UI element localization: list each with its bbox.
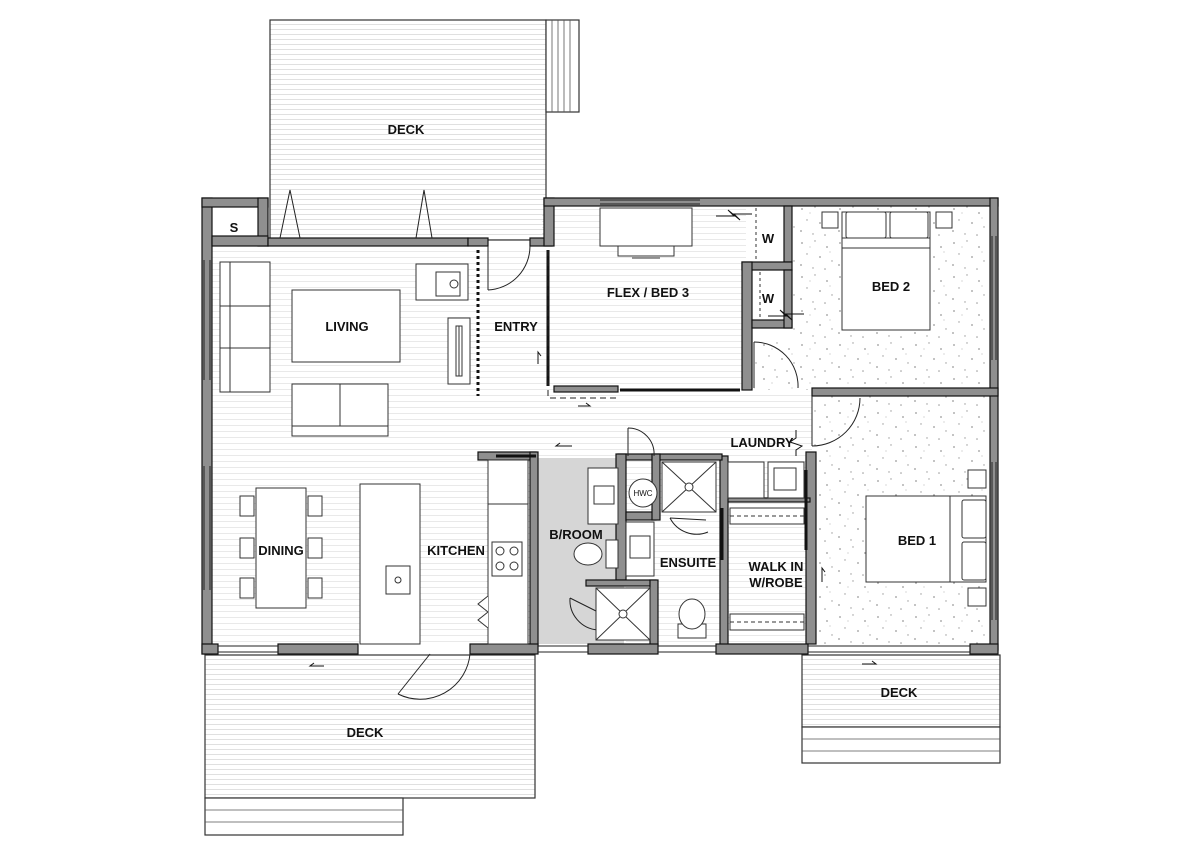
doors xyxy=(279,189,861,700)
bathroom-label: B/ROOM xyxy=(549,527,602,542)
deck-top-label: DECK xyxy=(388,122,425,137)
wall-break-marks xyxy=(716,209,804,456)
slide-arrows xyxy=(308,350,878,667)
bed-1-label: BED 1 xyxy=(898,533,936,548)
bed-2-label: BED 2 xyxy=(872,279,910,294)
deck-bottom-left-label: DECK xyxy=(347,725,384,740)
kitchen-label: KITCHEN xyxy=(427,543,485,558)
walk-in-label-line2: W/ROBE xyxy=(749,575,803,590)
dining-label: DINING xyxy=(258,543,304,558)
ensuite-label: ENSUITE xyxy=(660,555,717,570)
store-label: S xyxy=(230,220,239,235)
deck-bottom-left xyxy=(204,654,536,836)
furniture xyxy=(219,207,987,645)
wardrobe-1-label: W xyxy=(762,231,775,246)
entry-label: ENTRY xyxy=(494,319,538,334)
walls xyxy=(201,197,999,655)
windows xyxy=(203,199,997,653)
deck-bottom-right-label: DECK xyxy=(881,685,918,700)
deck-top xyxy=(269,19,580,241)
hwc-label: HWC xyxy=(633,489,652,498)
walk-in-label-line1: WALK IN xyxy=(749,559,804,574)
room-labels: DECK S LIVING ENTRY FLEX / BED 3 W W BED… xyxy=(230,122,936,740)
deck-bottom-right xyxy=(801,654,1001,764)
wardrobe-2-label: W xyxy=(762,291,775,306)
flex-label: FLEX / BED 3 xyxy=(607,285,689,300)
living-label: LIVING xyxy=(325,319,368,334)
laundry-label: LAUNDRY xyxy=(730,435,793,450)
